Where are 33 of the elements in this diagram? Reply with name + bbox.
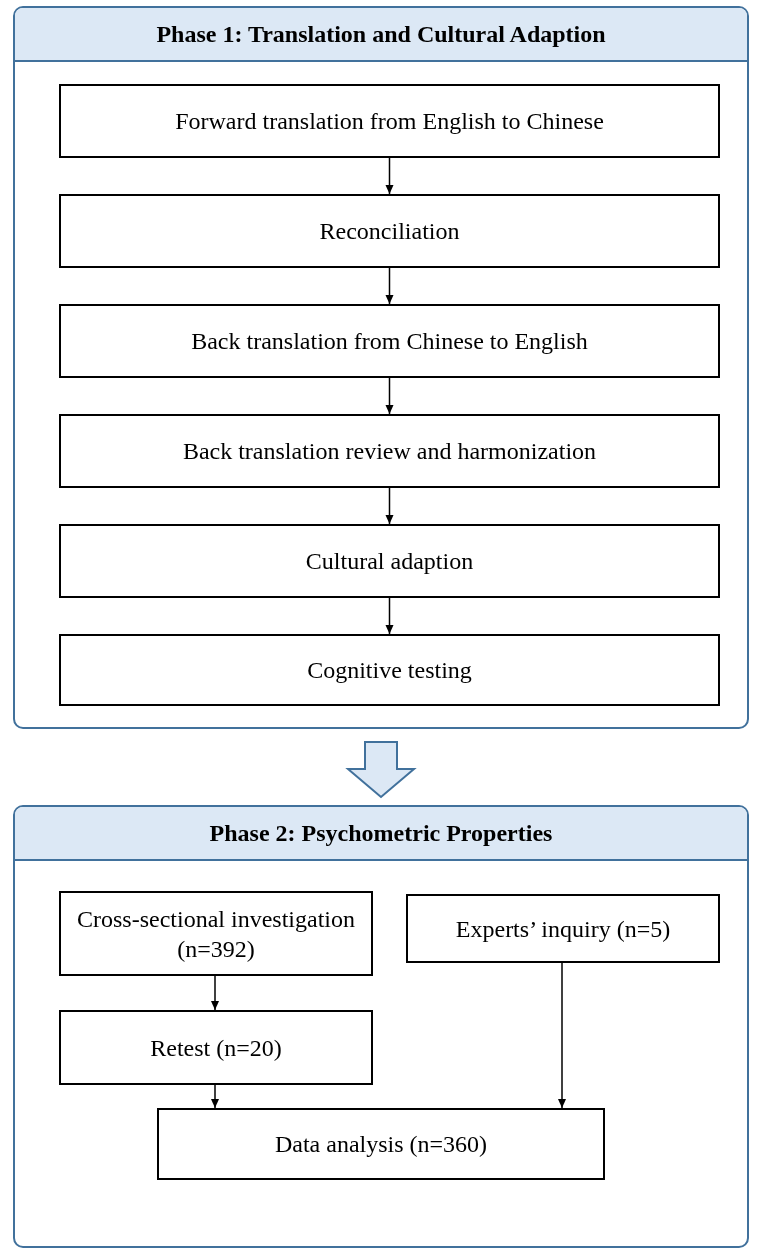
box-label: Back translation from Chinese to English [191, 327, 588, 356]
phase-panel [13, 6, 749, 729]
process-box [59, 304, 720, 378]
box-label: Back translation review and harmonization [182, 437, 597, 466]
process-box [59, 891, 373, 976]
box-label: Cultural adaption [305, 547, 474, 576]
box-label: Cross-sectional investigation (n=392) [76, 904, 356, 964]
box-label: Experts’ inquiry (n=5) [455, 914, 671, 944]
process-box [59, 194, 720, 268]
box-label: Forward translation from English to Chinese [175, 107, 604, 136]
process-box [157, 1108, 605, 1180]
process-box [406, 894, 720, 963]
arrow [385, 597, 394, 635]
box-label: Retest (n=20) [150, 1033, 282, 1063]
box-label: Cognitive testing [307, 656, 472, 685]
box-label: Reconciliation [319, 217, 460, 246]
box-label: Data analysis (n=360) [274, 1130, 488, 1159]
arrow [211, 1084, 219, 1109]
arrow [385, 377, 394, 415]
phase-heading: Phase 1: Translation and Cultural Adaption [15, 8, 747, 62]
process-box [59, 524, 720, 598]
arrow [211, 975, 219, 1011]
phase-heading: Phase 2: Psychometric Properties [15, 807, 747, 861]
block-arrow [345, 741, 417, 799]
phase-panel [13, 805, 749, 1248]
process-box [59, 1010, 373, 1085]
process-box [59, 84, 720, 158]
process-box [59, 414, 720, 488]
process-box [59, 634, 720, 706]
arrow [385, 157, 394, 195]
arrow [385, 267, 394, 305]
arrow [558, 962, 566, 1109]
arrow [385, 487, 394, 525]
